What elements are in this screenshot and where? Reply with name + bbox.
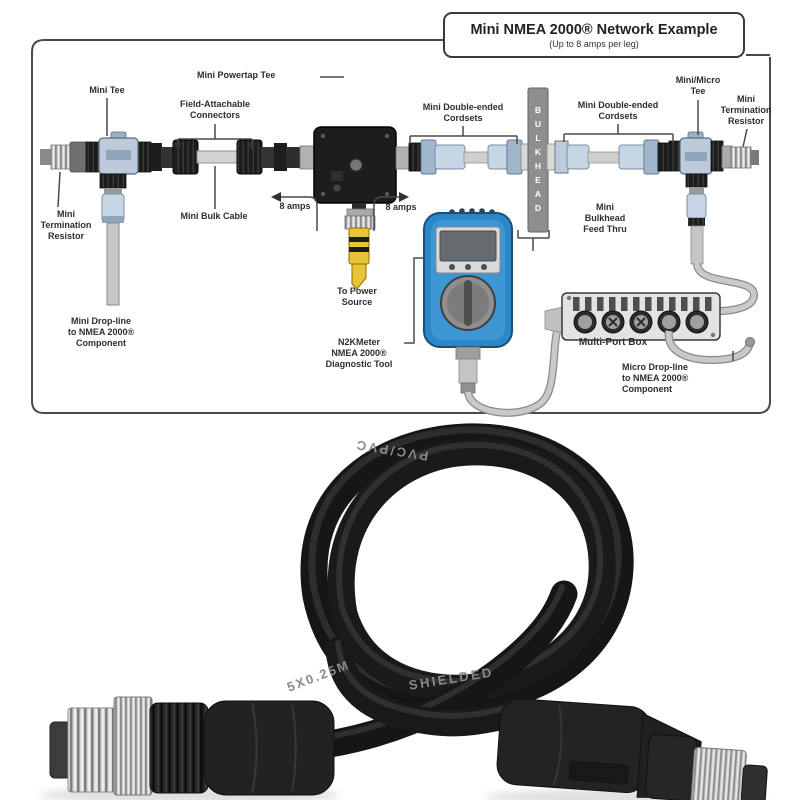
male-connector <box>49 696 335 796</box>
mini-micro-tee-graphic <box>668 131 759 316</box>
label-mini-termination-resistor-right: Mini Termination Resistor <box>720 94 772 126</box>
female-connector <box>496 698 768 800</box>
mini-double-ended-cordsets-left-graphic <box>408 139 523 175</box>
mini-tee-graphic <box>85 131 152 306</box>
label-mini-tee: Mini Tee <box>89 85 125 95</box>
n2kmeter-graphic <box>423 208 564 417</box>
bulkhead-graphic <box>520 87 569 233</box>
label-mini-bulkhead-feed-thru: Mini Bulkhead Feed Thru <box>583 202 627 234</box>
multi-port-box-graphic <box>561 292 755 365</box>
mini-termination-resistor-left-graphic <box>40 141 88 173</box>
coiled-cable <box>300 423 634 758</box>
diagram-title-box: Mini NMEA 2000® Network Example (Up to 8… <box>443 12 745 58</box>
label-mini-bulk-cable: Mini Bulk Cable <box>180 211 248 221</box>
diagram-title: Mini NMEA 2000® Network Example <box>470 21 718 38</box>
label-mini-drop-line: Mini Drop-line to NMEA 2000® Component <box>67 316 135 348</box>
network-diagram <box>31 39 771 417</box>
label-mini-micro-tee: Mini/Micro Tee <box>675 75 721 96</box>
label-n2kmeter: N2KMeter NMEA 2000® Diagnostic Tool <box>325 337 393 369</box>
label-amps-right: 8 amps <box>385 202 417 212</box>
mini-powertap-tee-graphic <box>313 126 411 290</box>
arrowheads <box>174 143 409 202</box>
power-cable-graphic <box>344 203 376 290</box>
multi-port-box-ports <box>573 310 709 334</box>
label-to-power-source: To Power Source <box>337 286 377 307</box>
label-cordsets-left: Mini Double-ended Cordsets <box>422 102 504 123</box>
field-attachable-section-graphic <box>151 139 316 175</box>
label-mini-termination-resistor-left: Mini Termination Resistor <box>40 209 92 241</box>
label-field-attachable-connectors: Field-Attachable Connectors <box>179 99 251 120</box>
label-cordsets-right: Mini Double-ended Cordsets <box>577 100 659 121</box>
label-mini-powertap-tee: Mini Powertap Tee <box>197 70 276 80</box>
label-bulkhead: BULKHEAD <box>533 105 543 217</box>
diagram-subtitle: (Up to 8 amps per leg) <box>549 38 639 49</box>
leader-lines <box>57 76 748 361</box>
diagram-border <box>31 39 771 414</box>
mini-double-ended-cordsets-right-graphic <box>566 139 671 175</box>
label-multi-port-box: Multi-Port Box <box>578 337 648 348</box>
label-amps-left: 8 amps <box>279 201 311 211</box>
product-photo: PVC/PVC 5X0.25M SHIELDED <box>40 423 768 800</box>
label-micro-drop-line: Micro Drop-line to NMEA 2000® Component <box>622 362 689 394</box>
